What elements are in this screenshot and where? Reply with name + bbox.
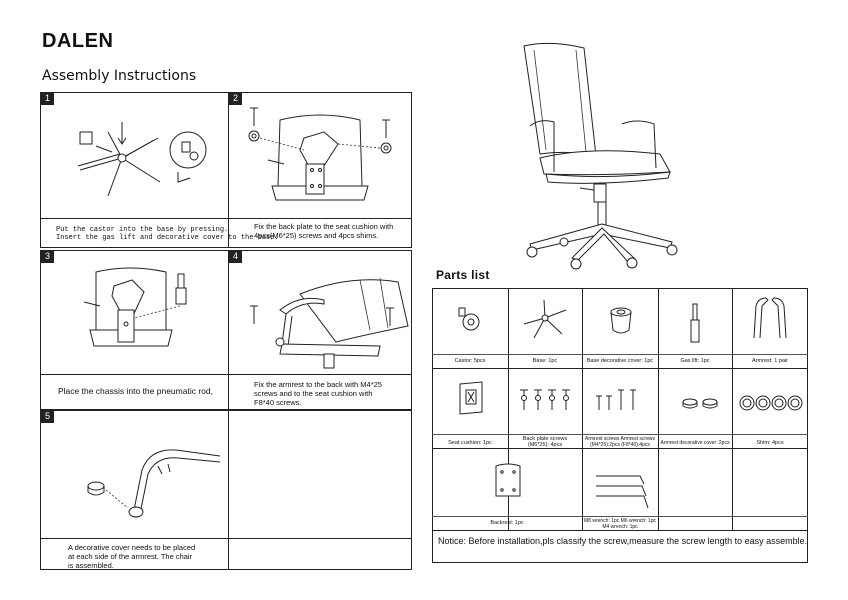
grid-line [432, 530, 808, 531]
chassis-diagram [83, 267, 187, 347]
step-number: 1 [41, 92, 54, 105]
grid-line [732, 288, 733, 530]
office-chair-illustration [523, 42, 678, 270]
part-label-line: Armrest screws Armrest screws [584, 436, 655, 442]
armrest-icon [753, 297, 787, 339]
part-label: Seat cushion: 1pc [448, 440, 492, 446]
decorative-cover-icon [610, 307, 632, 334]
step-4-caption-line: F8*40 screws. [254, 398, 302, 407]
grid-line [432, 448, 808, 449]
seat-cushion-icon [459, 381, 483, 415]
parts-list-table [432, 288, 808, 563]
armrest-attach-diagram [250, 277, 409, 369]
part-label: Armrest decorative cover :2pcs [660, 440, 730, 446]
brand-title: DALEN [42, 30, 114, 52]
part-label: Base decorative cover: 1pc [586, 358, 654, 364]
grid-line [658, 288, 659, 530]
armrest-cover-icon [682, 398, 718, 409]
part-label-line: Back plate screws [522, 436, 568, 442]
back-plate-screws-icon [520, 389, 570, 410]
grid-line [508, 288, 509, 530]
notice-text: Notice: Before installation,pls classify… [438, 536, 808, 546]
step-1-caption-line: Insert the gas lift and decorative cover… [56, 234, 279, 242]
grid-line [432, 368, 808, 369]
armrest-cover-diagram [87, 449, 221, 518]
part-label: Gas lift: 1pc [680, 358, 710, 364]
step-2-caption-line: Fix the back plate to the seat cushion w… [254, 222, 394, 231]
grid-line [582, 288, 583, 530]
page-subtitle: Assembly Instructions [42, 68, 197, 84]
part-label-line: (M6*25): 4pcs [527, 442, 563, 448]
shim-icon [739, 395, 803, 411]
step-1-caption-line: Put the castor into the base by pressing… [56, 226, 229, 234]
step-5-caption-line: is assembled. [68, 561, 114, 570]
backrest-icon [495, 463, 521, 497]
step-4-caption-line: Fix the armrest to the back with M4*25 [254, 380, 382, 389]
step-number: 3 [41, 250, 54, 263]
castor-icon [458, 307, 480, 331]
part-label-line: (M4*25):2pcs (F8*40):4pcs [590, 442, 650, 448]
step-5-caption-line: at each side of the armrest. The chair [68, 552, 193, 561]
step-4-caption: Fix the armrest to the back with M4*25 s… [254, 380, 382, 407]
back-plate-diagram [248, 107, 392, 201]
step-2-caption: Fix the back plate to the seat cushion w… [254, 222, 393, 240]
part-label: Backrest: 1pc [490, 520, 524, 526]
step-2-caption-line: 4pcs(M6*25) screws and 4pcs shims. [254, 231, 379, 240]
step-5-caption-line: A decorative cover needs to be placed [68, 543, 196, 552]
divider [40, 374, 412, 375]
divider [40, 538, 412, 539]
parts-list-title: Parts list [436, 268, 490, 282]
part-label: M8 wrench: 1pc M6 wrench: 1pc M4 wrench:… [582, 518, 658, 530]
step-4-caption-line: screws and to the seat cushion with [254, 389, 373, 398]
divider [40, 218, 412, 219]
step-number: 4 [229, 250, 242, 263]
part-label: Castor: 5pcs [454, 358, 486, 364]
part-label: Back plate screws (M6*25): 4pcs [508, 436, 582, 448]
gas-lift-icon [690, 303, 700, 343]
castor-base-diagram [77, 122, 207, 197]
step-4-panel [228, 250, 412, 410]
allen-wrench-icon [596, 475, 649, 509]
step-number: 5 [41, 410, 54, 423]
part-label: Base: 1pc [532, 358, 558, 364]
step-number: 2 [229, 92, 242, 105]
step-3-caption: Place the chassis into the pneumatic rod… [58, 386, 213, 396]
step-2-panel [228, 92, 412, 248]
grid-line [432, 354, 808, 355]
part-label-line: M4 wrench: 1pc [602, 524, 638, 530]
step-1-caption: Put the castor into the base by pressing… [56, 226, 279, 242]
part-label: Armrest screws Armrest screws (M4*25):2p… [582, 436, 658, 448]
star-base-icon [523, 299, 567, 339]
part-label-line: M8 wrench: 1pc M6 wrench: 1pc [584, 518, 656, 524]
part-label: Shim: 4pcs [756, 440, 784, 446]
armrest-screws-icon [596, 389, 636, 410]
empty-panel [228, 410, 412, 570]
step-5-caption: A decorative cover needs to be placed at… [68, 543, 195, 570]
grid-line [432, 434, 808, 435]
grid-line [432, 516, 808, 517]
part-label: Armrest: 1 pair [751, 358, 789, 364]
